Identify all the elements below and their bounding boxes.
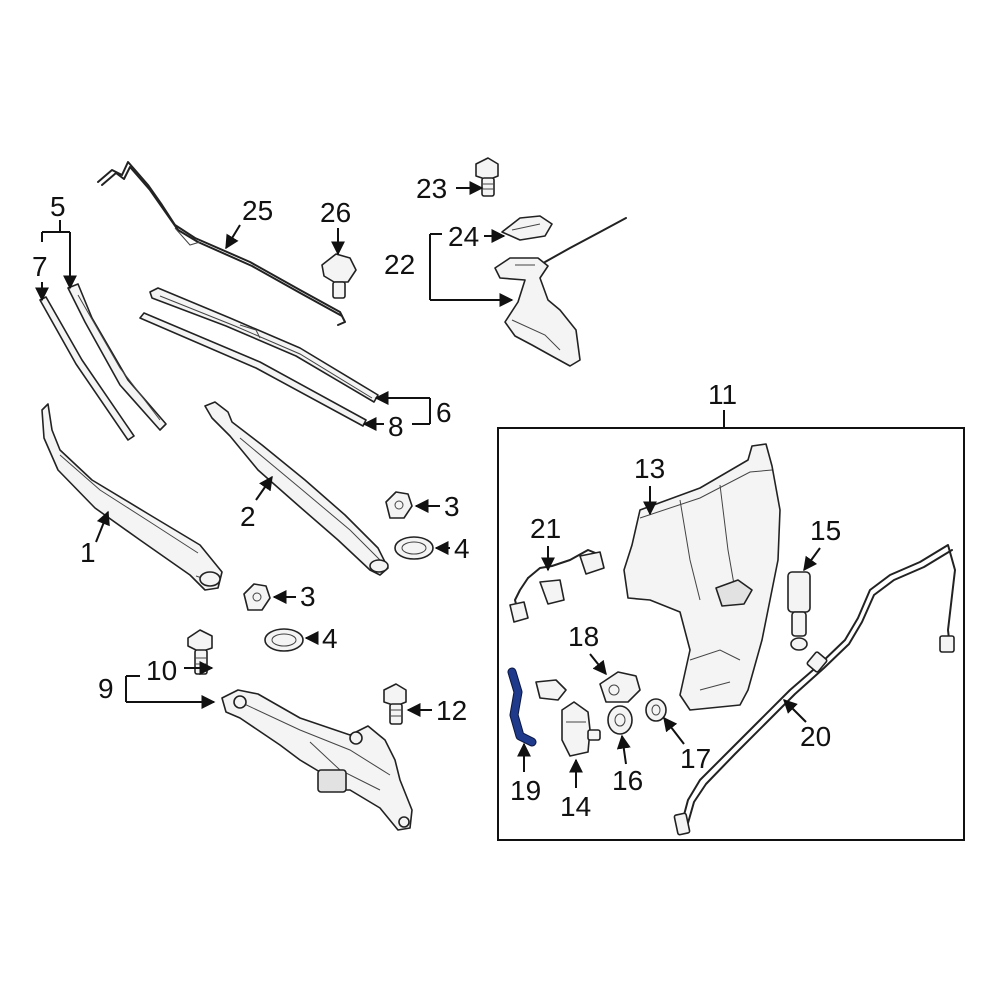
hose-connector [535, 679, 567, 701]
callout-13: 13 [634, 453, 665, 484]
wiper-blade-left [67, 283, 167, 431]
callout-4-upper: 4 [454, 533, 470, 564]
washer-reservoir [623, 443, 781, 711]
callout-10: 10 [146, 655, 177, 686]
washer-hose-25 [97, 161, 346, 326]
washer-system-box [497, 427, 965, 841]
callout-26: 26 [320, 197, 351, 228]
fluid-level-sensor [787, 571, 811, 651]
washer-4-upper [394, 536, 434, 560]
callout-12: 12 [436, 695, 467, 726]
callout-14: 14 [560, 791, 591, 822]
wiper-arm-right [204, 401, 389, 576]
wiper-blade-right [149, 287, 379, 403]
pump-connector-18 [599, 671, 641, 703]
callout-1: 1 [80, 537, 96, 568]
washer-4-lower [264, 628, 304, 652]
callout-22: 22 [384, 249, 415, 280]
callout-7: 7 [32, 251, 48, 282]
callout-19: 19 [510, 775, 541, 806]
callout-20: 20 [800, 721, 831, 752]
washer-hose-20 [673, 544, 956, 836]
callout-11: 11 [708, 379, 737, 410]
callout-21: 21 [530, 513, 561, 544]
callout-23: 23 [416, 173, 447, 204]
callout-24: 24 [448, 221, 479, 252]
nut-3-upper [385, 491, 413, 519]
callout-labels: 1 2 3 4 3 4 5 7 6 8 9 10 12 11 13 15 21 … [32, 173, 841, 822]
callout-15: 15 [810, 515, 841, 546]
nut-3-lower [243, 583, 271, 611]
wiring-harness [509, 549, 605, 623]
callout-18: 18 [568, 621, 599, 652]
washer-hose-19 [507, 667, 537, 747]
bolt-23 [475, 157, 499, 197]
callout-3-upper: 3 [444, 491, 460, 522]
callout-2: 2 [240, 501, 256, 532]
wiper-arm-left [41, 403, 223, 591]
callout-5: 5 [50, 191, 66, 222]
washer-nozzle [321, 253, 357, 299]
washer-pump [561, 701, 601, 757]
callout-17: 17 [680, 743, 711, 774]
callout-6: 6 [436, 397, 452, 428]
pump-grommet [607, 705, 633, 735]
callout-9: 9 [98, 673, 114, 704]
callout-16: 16 [612, 765, 643, 796]
filler-neck [494, 217, 627, 367]
callout-25: 25 [242, 195, 273, 226]
filler-cap [501, 215, 553, 241]
callout-8: 8 [388, 411, 404, 442]
callout-3-lower: 3 [300, 581, 316, 612]
sensor-seal [645, 698, 667, 722]
leader-lines [35, 181, 821, 788]
callout-4-lower: 4 [322, 623, 338, 654]
wiper-motor-linkage [221, 689, 413, 831]
bolt-12 [383, 683, 407, 725]
